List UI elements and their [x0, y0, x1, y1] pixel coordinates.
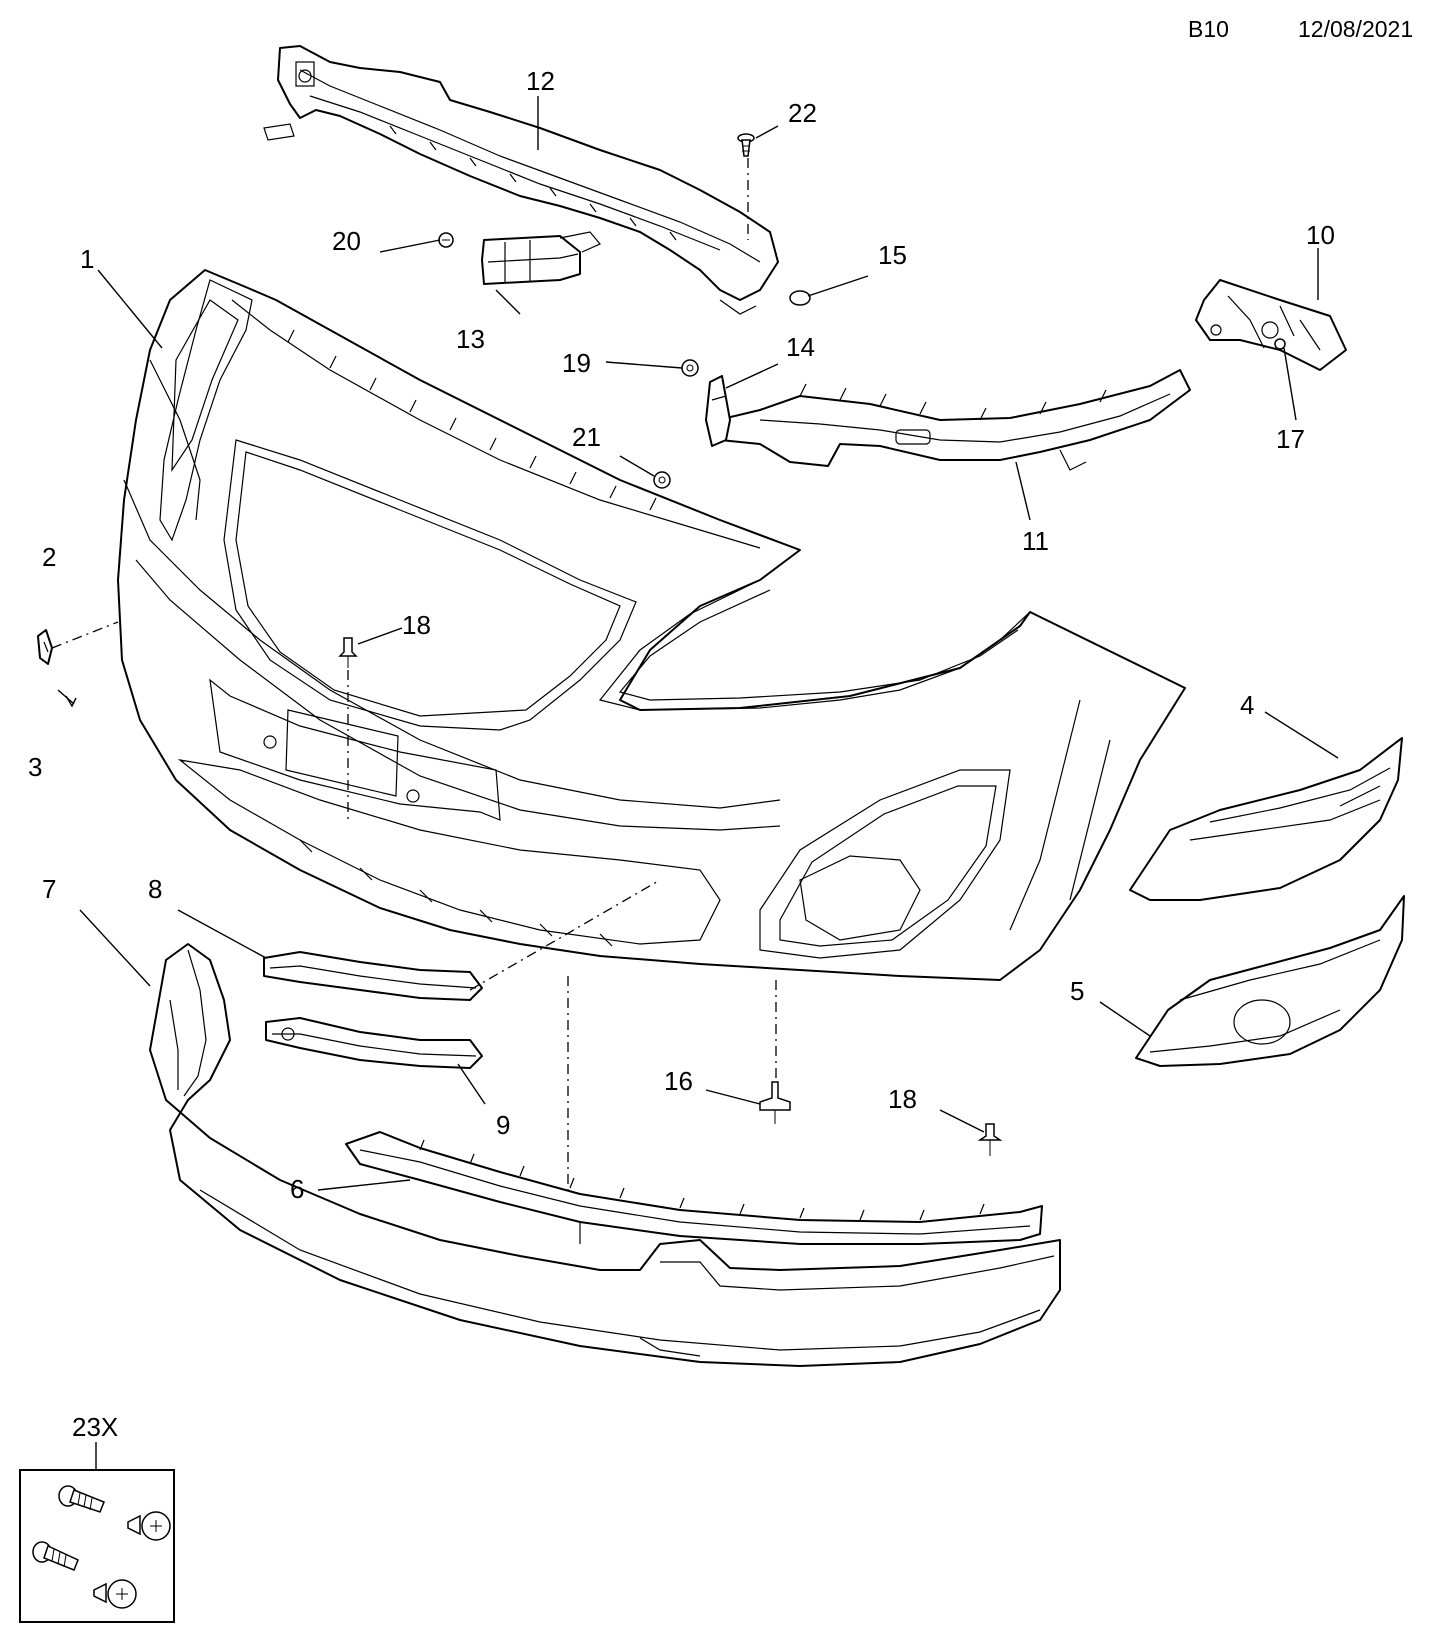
part-8-trim-strip — [263, 951, 483, 1001]
part-10-side-bracket — [1195, 279, 1347, 371]
kit-bolt-1 — [127, 1511, 171, 1541]
callout-5: 5 — [1070, 976, 1084, 1006]
part-7-lower-spoiler — [149, 943, 1061, 1367]
callout-16: 16 — [664, 1066, 693, 1096]
part-17-clip — [1274, 338, 1286, 350]
assembly-lines — [51, 158, 777, 1190]
part-11-mounting-strip — [717, 369, 1191, 471]
part-19-bolt — [681, 359, 699, 377]
part-3-fastener — [57, 689, 77, 708]
callout-9: 9 — [496, 1110, 510, 1140]
part-20-screw — [438, 232, 454, 248]
part-18-clip-upper — [338, 637, 358, 668]
leader-lines — [79, 96, 1339, 1470]
part-2-cap — [37, 629, 53, 665]
callout-4: 4 — [1240, 690, 1254, 720]
part-4-trim-bezel — [1129, 737, 1403, 901]
part-12-upper-support — [263, 45, 779, 315]
part-13-bracket — [481, 231, 601, 285]
callout-23x: 23X — [72, 1412, 118, 1442]
callout-7: 7 — [42, 874, 56, 904]
callout-15: 15 — [878, 240, 907, 270]
diagram-date: 12/08/2021 — [1298, 16, 1414, 42]
diagram-code: B10 — [1188, 16, 1229, 42]
callout-6: 6 — [290, 1174, 304, 1204]
part-15-nut — [789, 290, 811, 306]
callout-14: 14 — [786, 332, 815, 362]
part-14-bracket — [705, 375, 731, 447]
part-18-clip-lower — [977, 1123, 1003, 1156]
callout-21: 21 — [572, 422, 601, 452]
callout-10: 10 — [1306, 220, 1335, 250]
callout-8: 8 — [148, 874, 162, 904]
callout-12: 12 — [526, 66, 555, 96]
callout-18-upper: 18 — [402, 610, 431, 640]
part-22-screw — [737, 133, 755, 157]
callout-3: 3 — [28, 752, 42, 782]
callout-22: 22 — [788, 98, 817, 128]
part-5-fog-bezel — [1135, 895, 1405, 1067]
part-6-lower-strip — [345, 1131, 1043, 1245]
callout-13: 13 — [456, 324, 485, 354]
part-23x-fastener-kit — [19, 1469, 175, 1623]
kit-screw-2 — [32, 1541, 79, 1571]
callout-20: 20 — [332, 226, 361, 256]
kit-screw-1 — [58, 1485, 105, 1513]
callout-1: 1 — [80, 244, 94, 274]
part-1-bumper-cover — [117, 269, 1186, 981]
callout-19: 19 — [562, 348, 591, 378]
callout-18-lower: 18 — [888, 1084, 917, 1114]
part-16-clip — [759, 1081, 791, 1124]
callout-11: 11 — [1022, 526, 1049, 556]
part-21-bolt — [653, 471, 671, 489]
kit-bolt-2 — [93, 1579, 137, 1609]
callout-17: 17 — [1276, 424, 1305, 454]
callout-2: 2 — [42, 542, 56, 572]
part-9-trim-strip — [265, 1017, 483, 1069]
